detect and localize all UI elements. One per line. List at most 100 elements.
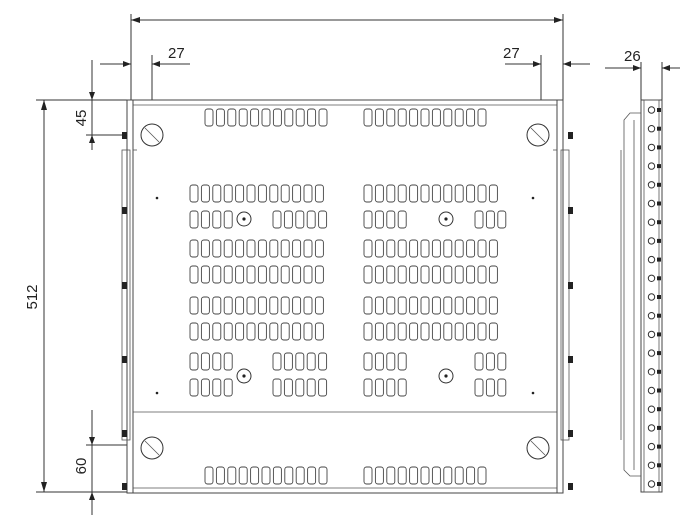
vent-slot xyxy=(386,466,396,485)
vent-slot xyxy=(306,210,316,229)
side-bolt-tab xyxy=(657,257,661,262)
vent-slot xyxy=(204,466,214,485)
vent-slot xyxy=(443,108,453,127)
vent-slot xyxy=(386,352,396,371)
side-bolt xyxy=(647,181,656,189)
right-hole-offset-dimension: 27 xyxy=(503,45,590,125)
vent-slot xyxy=(295,466,305,485)
vent-slot xyxy=(477,322,487,341)
vent-slot xyxy=(420,184,430,203)
left-offset-value: 27 xyxy=(168,45,185,62)
side-bolt-tab xyxy=(657,295,661,299)
vent-slot xyxy=(295,378,305,397)
vent-slot xyxy=(303,296,313,315)
vent-slot xyxy=(431,108,441,127)
vent-slot xyxy=(200,378,210,397)
side-bolt xyxy=(647,274,656,282)
vent-slot xyxy=(374,378,384,397)
vent-slot xyxy=(363,466,373,485)
vent-slot xyxy=(431,184,441,203)
vent-slot xyxy=(303,184,313,203)
vent-slot xyxy=(363,210,373,229)
vent-slot xyxy=(443,239,453,258)
vent-slot xyxy=(295,108,305,127)
front-view-panel xyxy=(121,99,573,494)
vent-slot xyxy=(488,239,498,258)
vent-slot xyxy=(397,466,407,485)
vent-slot xyxy=(212,184,222,203)
vent-slot xyxy=(409,265,419,284)
vent-slot xyxy=(280,296,290,315)
side-bolt-tab xyxy=(657,332,661,337)
vent-slot xyxy=(386,239,396,258)
vent-slot xyxy=(295,352,305,371)
vent-slot xyxy=(314,296,324,315)
vent-slot xyxy=(466,184,476,203)
vent-slot xyxy=(454,265,464,284)
vent-slot xyxy=(246,184,256,203)
vent-slot xyxy=(431,322,441,341)
vent-slot xyxy=(363,378,373,397)
vent-slot xyxy=(386,378,396,397)
side-depth-dimension: 26 xyxy=(605,48,680,100)
vent-slot xyxy=(223,265,233,284)
mounting-hole-bottom-right xyxy=(526,436,550,460)
side-bolt xyxy=(647,125,656,133)
vent-slot xyxy=(363,352,373,371)
vent-slot xyxy=(409,322,419,341)
vent-slot xyxy=(280,184,290,203)
side-bolt xyxy=(647,162,656,170)
vent-slot xyxy=(443,296,453,315)
vent-slot xyxy=(485,378,495,397)
vent-slot xyxy=(272,378,282,397)
side-bolt-tab xyxy=(657,145,661,150)
vent-slot xyxy=(303,322,313,341)
side-depth-value: 26 xyxy=(624,48,641,65)
vent-slot xyxy=(488,184,498,203)
vent-slot xyxy=(314,184,324,203)
vent-slot xyxy=(454,108,464,127)
vent-slot xyxy=(257,265,267,284)
vent-slot xyxy=(374,108,384,127)
vent-slot xyxy=(431,466,441,485)
vent-slot xyxy=(318,466,328,485)
vent-slot xyxy=(200,322,210,341)
right-offset-value: 27 xyxy=(503,45,520,62)
vent-slot xyxy=(246,239,256,258)
side-bolt xyxy=(647,349,656,357)
side-bolt-tab xyxy=(657,313,661,318)
vent-slot xyxy=(235,265,245,284)
vent-slot xyxy=(292,296,302,315)
top-offset-dimension: 45 xyxy=(73,60,131,150)
side-bolt-tab xyxy=(657,407,661,412)
vent-slot xyxy=(189,184,199,203)
vent-slot xyxy=(409,466,419,485)
vent-slot xyxy=(363,296,373,315)
vent-slot xyxy=(307,108,317,127)
right-mounting-rail xyxy=(556,99,564,494)
vent-slot xyxy=(431,239,441,258)
vent-slot xyxy=(280,322,290,341)
vent-slot xyxy=(269,184,279,203)
vent-slot xyxy=(466,466,476,485)
vent-slot xyxy=(272,210,282,229)
vent-slot xyxy=(246,265,256,284)
vent-slot xyxy=(318,108,328,127)
vent-slot xyxy=(269,296,279,315)
vent-slot xyxy=(280,265,290,284)
vent-slot xyxy=(409,239,419,258)
vent-slot xyxy=(212,210,222,229)
vent-slot xyxy=(497,378,507,397)
vent-slot xyxy=(212,378,222,397)
mounting-hole-bottom-left xyxy=(140,436,164,460)
side-bolt-tab xyxy=(657,482,661,486)
vent-slot xyxy=(257,184,267,203)
vent-slot xyxy=(386,108,396,127)
side-bolt xyxy=(647,424,656,432)
mounting-hole-top-left xyxy=(140,123,164,147)
vent-slot xyxy=(363,265,373,284)
side-bolt-tab xyxy=(657,463,661,468)
vent-slot xyxy=(443,322,453,341)
side-bolt xyxy=(647,405,656,413)
